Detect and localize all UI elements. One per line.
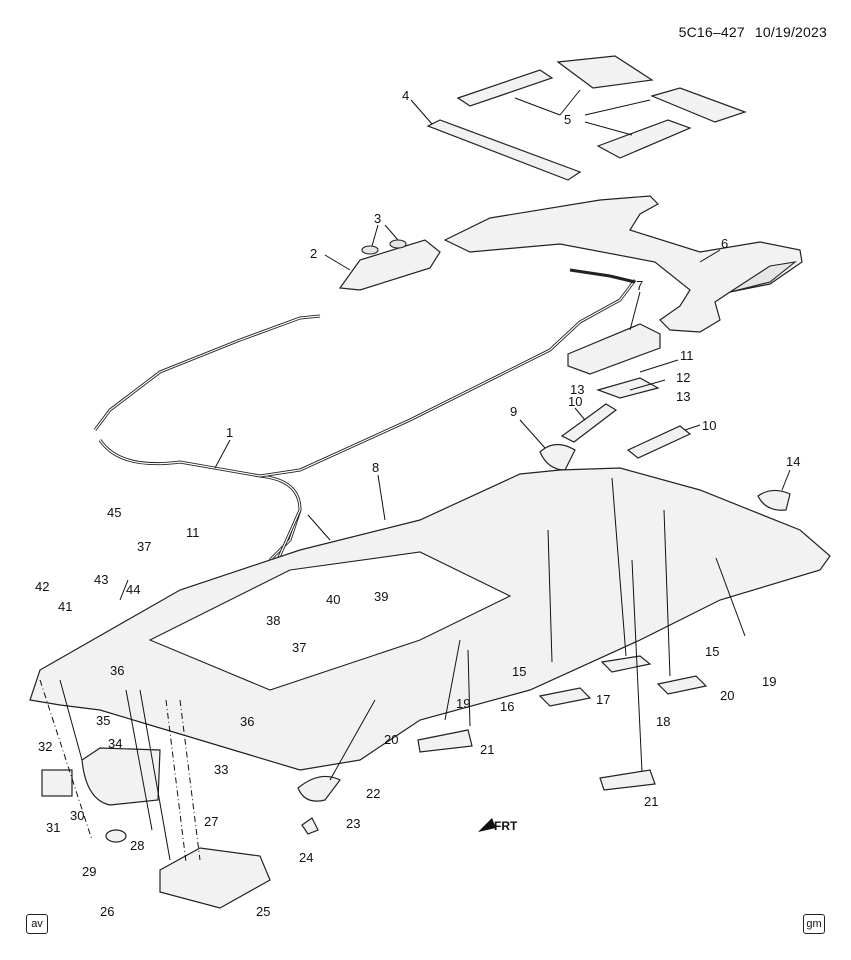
callout-21a: 21 <box>480 742 494 757</box>
callout-5: 5 <box>564 112 571 127</box>
callout-19a: 19 <box>456 696 470 711</box>
console-7 <box>567 323 661 375</box>
callout-24: 24 <box>299 850 313 865</box>
callout-28: 28 <box>130 838 144 853</box>
callout-33: 33 <box>214 762 228 777</box>
callout-14: 14 <box>786 454 800 469</box>
label-32 <box>41 769 73 797</box>
callout-20a: 20 <box>384 732 398 747</box>
callout-26: 26 <box>100 904 114 919</box>
badge-gm: gm <box>803 914 825 934</box>
callout-9: 9 <box>510 404 517 419</box>
callout-8: 8 <box>372 460 379 475</box>
callout-23: 23 <box>346 816 360 831</box>
callout-10a: 10 <box>568 394 582 409</box>
callout-6: 6 <box>721 236 728 251</box>
strip-4 <box>426 119 582 181</box>
callout-27: 27 <box>204 814 218 829</box>
callout-16: 16 <box>500 699 514 714</box>
pad-5d <box>596 119 692 159</box>
callout-12: 12 <box>676 370 690 385</box>
pad-5b <box>456 69 554 107</box>
dash-guides <box>39 679 201 863</box>
callout-13a: 13 <box>570 382 584 397</box>
callout-13b: 13 <box>676 389 690 404</box>
callout-45: 45 <box>107 505 121 520</box>
acoustic-pads-group <box>426 55 747 181</box>
callout-11b: 11 <box>186 525 200 540</box>
callout-30: 30 <box>70 808 84 823</box>
front-label: FRT <box>494 819 518 833</box>
overhead-console-25 <box>159 847 271 909</box>
callout-11a: 11 <box>680 348 694 363</box>
sunroof-opening <box>148 551 512 691</box>
callout-4: 4 <box>402 88 409 103</box>
callout-20b: 20 <box>720 688 734 703</box>
lamp-16 <box>538 687 592 707</box>
pad-5a <box>556 55 654 89</box>
callout-17: 17 <box>596 692 610 707</box>
pad-5c <box>650 87 747 123</box>
callout-44: 44 <box>126 582 140 597</box>
leader-lines <box>59 89 791 861</box>
bracket-2 <box>338 239 441 291</box>
callout-10b: 10 <box>702 418 716 433</box>
callout-31: 31 <box>46 820 60 835</box>
lens-21a <box>417 729 473 753</box>
console-group <box>539 323 791 511</box>
callout-43: 43 <box>94 572 108 587</box>
headliner-8 <box>29 467 831 771</box>
callout-18: 18 <box>656 714 670 729</box>
callout-1: 1 <box>226 425 233 440</box>
callout-29: 29 <box>82 864 96 879</box>
light-10a <box>560 403 618 443</box>
lamp-17 <box>600 655 652 673</box>
callout-19b: 19 <box>762 674 776 689</box>
callout-22: 22 <box>366 786 380 801</box>
visor-31 <box>81 747 161 806</box>
clip-29 <box>105 829 127 843</box>
clip-3a <box>361 245 379 255</box>
callout-2: 2 <box>310 246 317 261</box>
callout-32: 32 <box>38 739 52 754</box>
rear-bracket-group <box>338 239 441 291</box>
callout-42: 42 <box>35 579 49 594</box>
light-10b <box>626 425 692 459</box>
diagram-date: 10/19/2023 <box>754 24 827 40</box>
clip-3b <box>389 239 407 249</box>
callout-3: 3 <box>374 211 381 226</box>
callout-39: 39 <box>374 589 388 604</box>
front-direction-marker: FRT <box>478 818 518 833</box>
handle-22 <box>297 775 341 802</box>
lower-components <box>41 655 708 909</box>
clip-24 <box>301 817 319 835</box>
badge-av: av <box>26 914 48 934</box>
handle-14 <box>757 489 791 511</box>
callout-36b: 36 <box>240 714 254 729</box>
callout-36a: 36 <box>110 663 124 678</box>
handle-9 <box>539 443 576 471</box>
callout-labels: 1 2 3 4 5 6 7 8 9 10 10 11 11 12 13 13 1… <box>35 88 800 919</box>
callout-40: 40 <box>326 592 340 607</box>
bezel-12 <box>596 377 660 399</box>
callout-35: 35 <box>96 713 110 728</box>
callout-37a: 37 <box>137 539 151 554</box>
diagram-id: 5C16–427 <box>678 24 745 40</box>
lamp-18 <box>656 675 708 695</box>
callout-7: 7 <box>636 278 643 293</box>
callout-41: 41 <box>58 599 72 614</box>
callout-38: 38 <box>266 613 280 628</box>
air-duct-6 <box>443 195 803 333</box>
callout-37b: 37 <box>292 640 306 655</box>
callout-15a: 15 <box>512 664 526 679</box>
front-arrow-icon <box>478 818 496 832</box>
lens-21b <box>599 769 656 791</box>
callout-25: 25 <box>256 904 270 919</box>
callout-34: 34 <box>108 736 122 751</box>
callout-15b: 15 <box>705 644 719 659</box>
diagram-header: 5C16–427 10/19/2023 <box>679 24 827 40</box>
callout-21b: 21 <box>644 794 658 809</box>
